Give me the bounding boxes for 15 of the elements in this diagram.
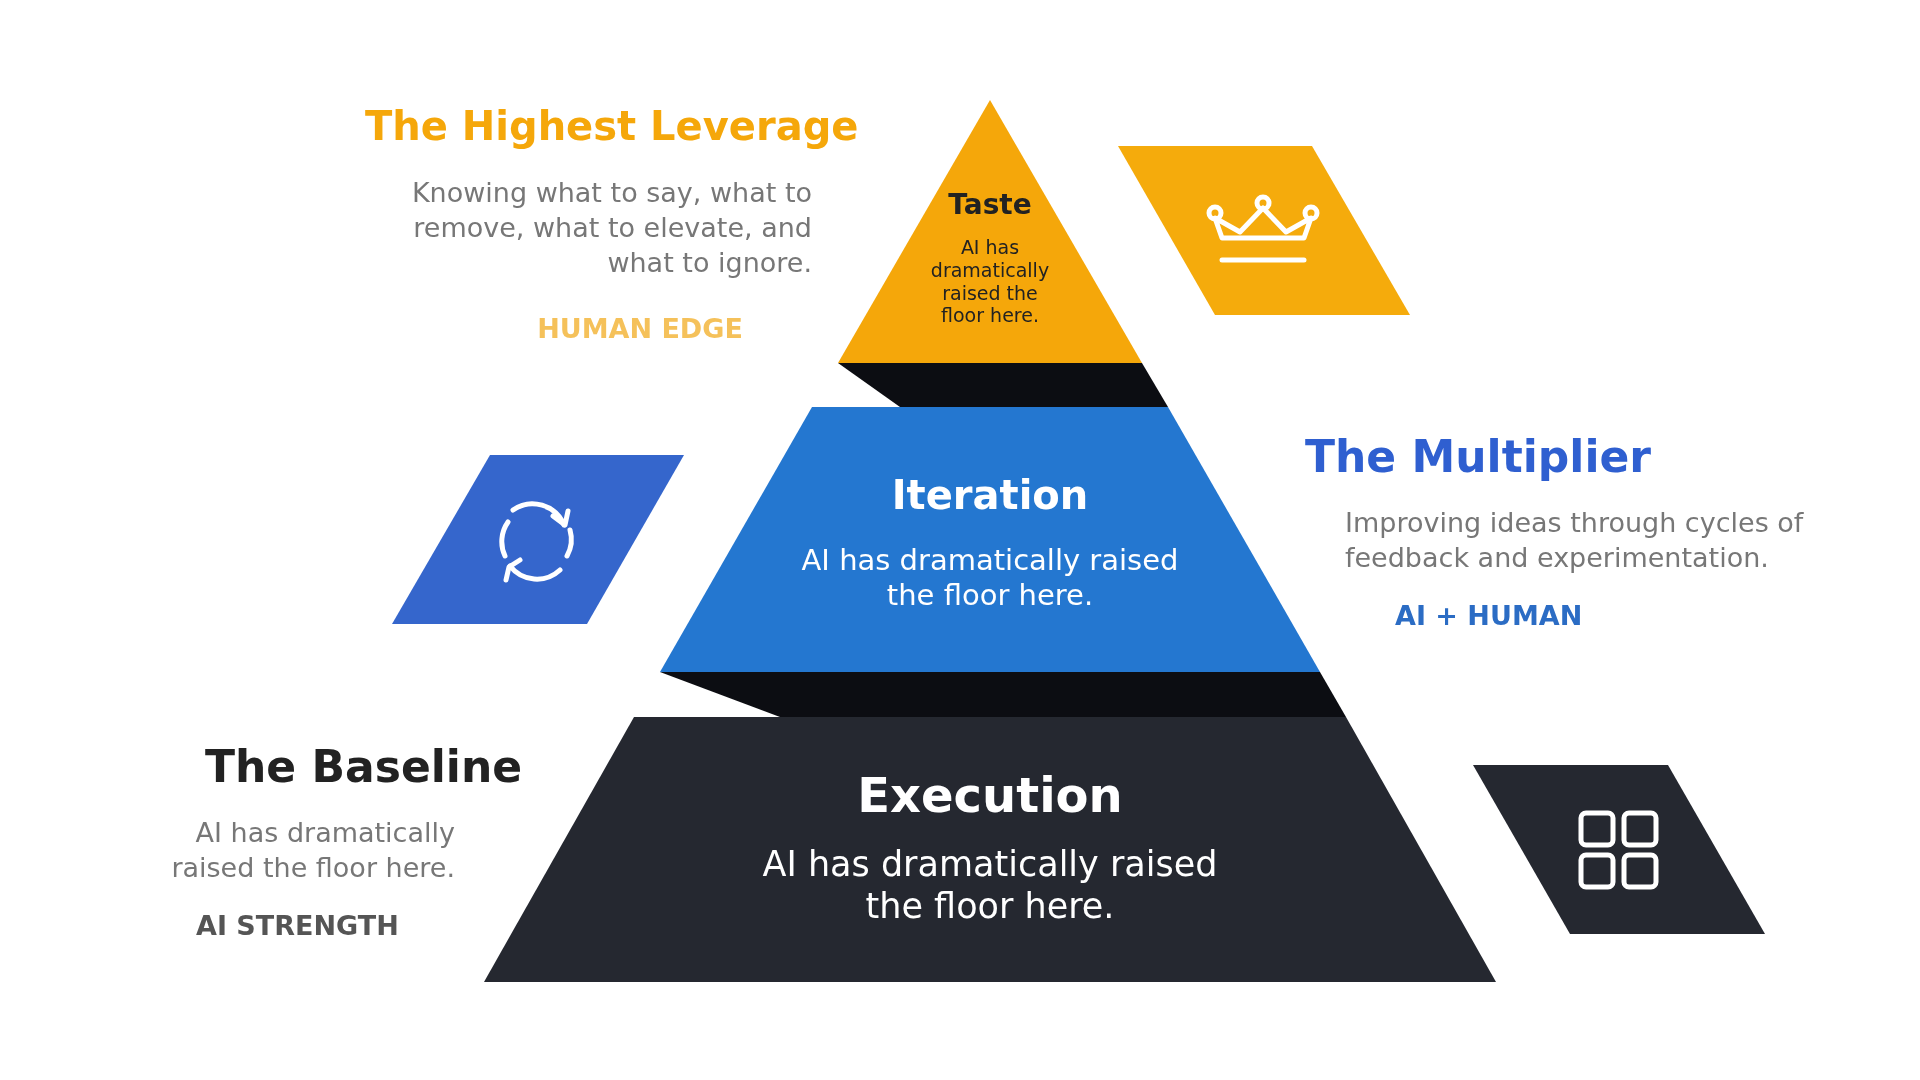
description: AI has dramatically raised the floor here. [170, 816, 455, 886]
heading: The Highest Leverage [365, 102, 859, 151]
category-tag: AI + HUMAN [1395, 598, 1695, 634]
tier-title: Taste [947, 188, 1033, 222]
tier-text: AI has dramatically raised the floor here. [800, 543, 1180, 613]
tier-text: AI has dramatically raised the floor here. [761, 843, 1219, 927]
heading: The Baseline [205, 740, 524, 794]
category-tag: AI STRENGTH [196, 908, 496, 944]
heading: The Multiplier [1305, 430, 1652, 484]
description: Knowing what to say, what to remove, what to elevate, and what to ignore. [410, 176, 812, 281]
category-tag: HUMAN EDGE [500, 311, 780, 347]
description: Improving ideas through cycles of feedback and experimentation. [1345, 506, 1805, 576]
tier-title: Iteration [890, 471, 1090, 519]
tier-text: AI has dramatically raised the floor here. [929, 236, 1051, 328]
tier-title: Execution [856, 767, 1124, 825]
